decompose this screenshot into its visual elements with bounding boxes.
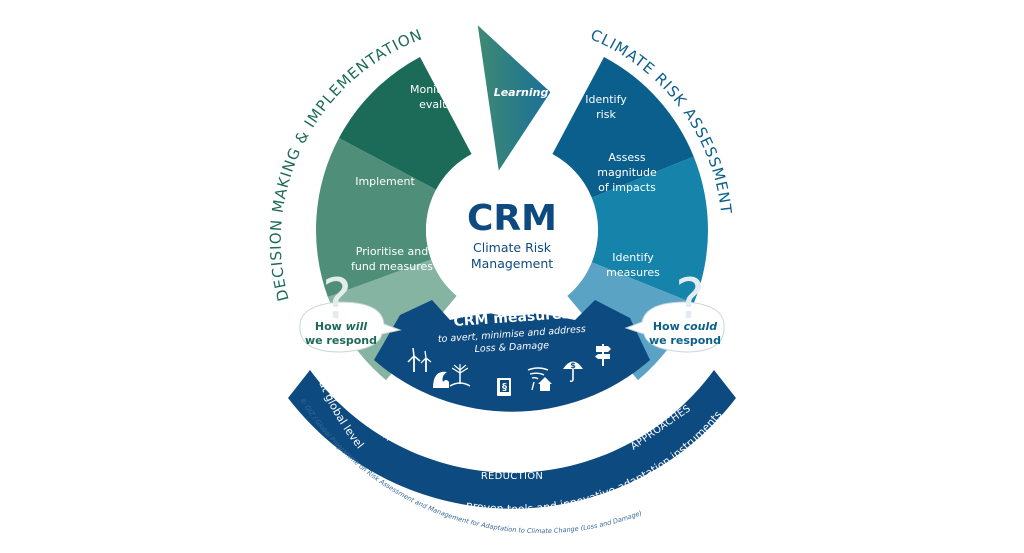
svg-text:$: $: [570, 361, 576, 370]
question-mark-icon: ?: [675, 267, 705, 332]
wave-icon: [433, 371, 449, 388]
bandCenterBlock-line: ADAPTATION AND: [466, 445, 558, 456]
bandCenterBlock-line: REDUCTION: [481, 471, 543, 482]
how-could-we-respond-bubble: ? How could we respond: [624, 267, 725, 353]
segment-label-identify-measures: Identify: [612, 251, 654, 264]
bubble-right-line-2: we respond: [649, 334, 721, 347]
segment-monitor-evaluate: [338, 56, 472, 190]
segment-label-prioritise-fund: Prioritise and: [356, 245, 428, 258]
umbrella-money-icon: $: [563, 361, 583, 383]
svg-text:§: §: [502, 382, 507, 393]
segment-label-assess-magnitude: Assess: [608, 151, 645, 164]
how-will-we-respond-bubble: ? How will we respond: [299, 267, 402, 353]
bubble-left-line-2: we respond: [305, 334, 377, 347]
center-line-1: Climate Risk: [473, 240, 552, 255]
measures-subtitle-2: Loss & Damage: [474, 340, 549, 355]
segment-label-assess-magnitude: of impacts: [598, 181, 656, 194]
learning-label: Learning: [494, 86, 549, 99]
learning-arrow: [474, 18, 554, 178]
storm-house-icon: [527, 367, 552, 391]
segment-label-implement: Implement: [355, 175, 415, 188]
segment-label-monitor-evaluate: Monitor and: [410, 83, 476, 96]
segment-implement: [316, 137, 437, 298]
adaptation-block: CLIMATE CHANGE ADAPTATION AND DISASTER RIS…: [466, 432, 559, 482]
segment-assess-magnitude: [591, 156, 708, 304]
signpost-icon: [595, 344, 611, 366]
segment-label-assess-magnitude: magnitude: [597, 166, 657, 179]
question-mark-icon: ?: [322, 267, 352, 332]
segment-label-identify-risk: Identify: [585, 93, 627, 106]
segment-label-monitor-evaluate: evaluate: [419, 98, 467, 111]
crm-measures-band: [288, 370, 736, 509]
segment-identify-risk: [552, 56, 694, 198]
mangrove-icon: [449, 364, 471, 387]
segment-label-identify-risk: risk: [596, 108, 616, 121]
bubble-right-line-1: How could: [653, 320, 717, 333]
bubble-left-line-1: How will: [315, 320, 367, 333]
center-circle: [426, 144, 598, 316]
law-book-icon: §: [497, 378, 511, 396]
bandCenterBlock-line: DISASTER RISK: [472, 458, 552, 469]
segment-label-prioritise-fund: fund measures: [351, 260, 433, 273]
center-line-2: Management: [471, 256, 553, 271]
wind-turbine-icon: [407, 347, 432, 372]
center-acronym: CRM: [467, 198, 557, 239]
segment-label-identify-measures: measures: [606, 266, 660, 279]
bandCenterBlock-line: CLIMATE CHANGE: [466, 432, 559, 443]
